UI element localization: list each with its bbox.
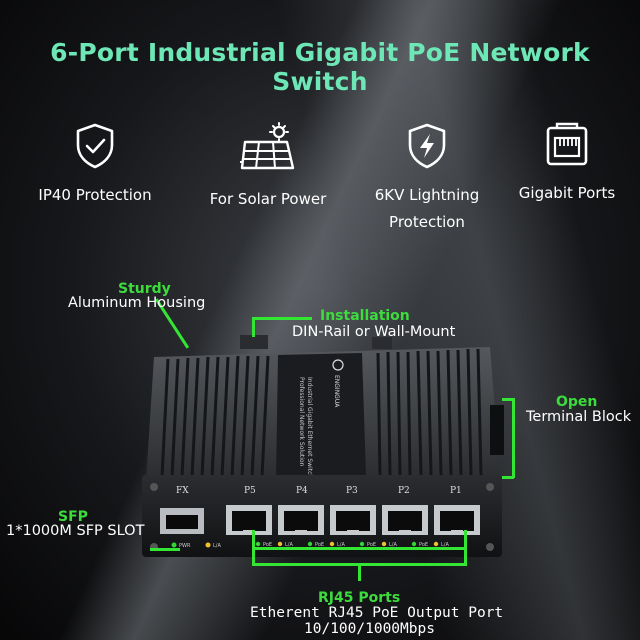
led-fx: [205, 542, 211, 548]
led-label-la: L/A: [441, 542, 449, 548]
callout-line-sfp: [150, 548, 180, 551]
callout-rj45-title: RJ45 Ports: [318, 590, 401, 606]
brand-name: ENGINGUA: [333, 375, 340, 408]
feature-ip40: IP40 Protection: [15, 122, 175, 209]
callout-line-open-bottom: [502, 476, 514, 479]
callout-rj45-text-line1: Etherent RJ45 PoE Output Port: [250, 605, 504, 621]
rj45-port-p2[interactable]: [382, 505, 428, 535]
screw-icon: [486, 483, 494, 491]
led-label-poe: PoE: [263, 542, 272, 548]
rj45-port-p5[interactable]: [226, 505, 272, 535]
callout-installation-text: DIN-Rail or Wall-Mount: [292, 324, 456, 340]
callout-rj45-text-line2: 10/100/1000Mbps: [304, 621, 435, 637]
cooling-fins-left: [160, 355, 270, 478]
port-label-p2: P2: [398, 486, 410, 496]
lightning-shield-icon: [408, 123, 446, 169]
callout-sfp-title: SFP: [58, 509, 88, 525]
callout-sturdy-title: Sturdy: [118, 281, 171, 297]
label-line2: Industrial Gigabit Ethernet Switch: [306, 377, 313, 478]
label-line1: Professional Network Solution: [298, 377, 305, 467]
port-label-p3: P3: [346, 486, 358, 496]
callout-line-rj45-stem: [358, 563, 361, 581]
sfp-slot-opening: [166, 515, 198, 529]
callout-line-installation-down: [252, 317, 255, 337]
led-label-pwr: PWR: [179, 543, 191, 549]
page-title: 6-Port Industrial Gigabit PoE Network Sw…: [50, 38, 590, 96]
label-plate: [276, 353, 366, 479]
callout-line-rj45: [252, 547, 466, 550]
led-label-poe: PoE: [367, 542, 376, 548]
solar-panel-icon: [240, 122, 295, 170]
rj45-port-p3[interactable]: [330, 505, 376, 535]
led-poe: [255, 541, 261, 547]
screw-icon: [486, 543, 494, 551]
led-la: [433, 541, 439, 547]
terminal-block[interactable]: [490, 405, 504, 455]
rj45-port-group: [226, 505, 480, 535]
led-label-poe: PoE: [315, 542, 324, 548]
led-poe: [307, 541, 313, 547]
rj45-port-p1[interactable]: [434, 505, 480, 535]
feature-gigabit: Gigabit Ports: [487, 122, 640, 207]
shield-check-icon: [76, 123, 114, 169]
led-pwr: [171, 542, 177, 548]
led-label-la: L/A: [389, 542, 397, 548]
port-label-p4: P4: [296, 486, 308, 496]
rj45-port-p4[interactable]: [278, 505, 324, 535]
screw-icon: [150, 483, 158, 491]
callout-line-installation: [252, 317, 312, 320]
switch-device: ENGINGUA Professional Network Solution I…: [142, 335, 504, 557]
brand-logo-icon: [332, 359, 344, 371]
callout-line-rj45-right: [464, 530, 467, 566]
callout-sturdy-text: Aluminum Housing: [68, 295, 206, 311]
din-clip: [240, 335, 268, 349]
led-poe: [359, 541, 365, 547]
feature-label: 6KV Lightning Protection: [347, 182, 507, 236]
feature-label-line1: 6KV Lightning: [374, 186, 480, 204]
din-clip: [372, 337, 392, 349]
led-label-la: L/A: [285, 542, 293, 548]
feature-label: Gigabit Ports: [518, 184, 616, 202]
led-label-poe: PoE: [419, 542, 428, 548]
feature-solar: For Solar Power: [188, 122, 348, 213]
led-poe: [411, 541, 417, 547]
feature-label: IP40 Protection: [38, 186, 152, 204]
ethernet-port-icon: [546, 122, 588, 166]
cooling-fins-right: [376, 348, 483, 476]
feature-label: For Solar Power: [209, 190, 327, 208]
feature-lightning: 6KV Lightning Protection: [347, 122, 507, 236]
led-label-la: L/A: [337, 542, 345, 548]
port-label-fx: FX: [176, 486, 189, 496]
callout-installation-title: Installation: [320, 308, 410, 324]
callout-open-text: Terminal Block: [526, 409, 632, 425]
port-label-p5: P5: [244, 486, 256, 496]
callout-sfp-text: 1*1000M SFP SLOT: [6, 523, 145, 539]
led-label-la: L/A: [213, 543, 221, 549]
led-la: [277, 541, 283, 547]
feature-label-line2: Protection: [389, 213, 465, 231]
port-label-p1: P1: [450, 486, 462, 496]
callout-line-open-top: [502, 398, 514, 401]
led-la: [381, 541, 387, 547]
callout-line-rj45-left: [252, 530, 255, 566]
callout-line-open: [512, 398, 515, 478]
led-la: [329, 541, 335, 547]
callout-open-title: Open: [556, 394, 598, 410]
